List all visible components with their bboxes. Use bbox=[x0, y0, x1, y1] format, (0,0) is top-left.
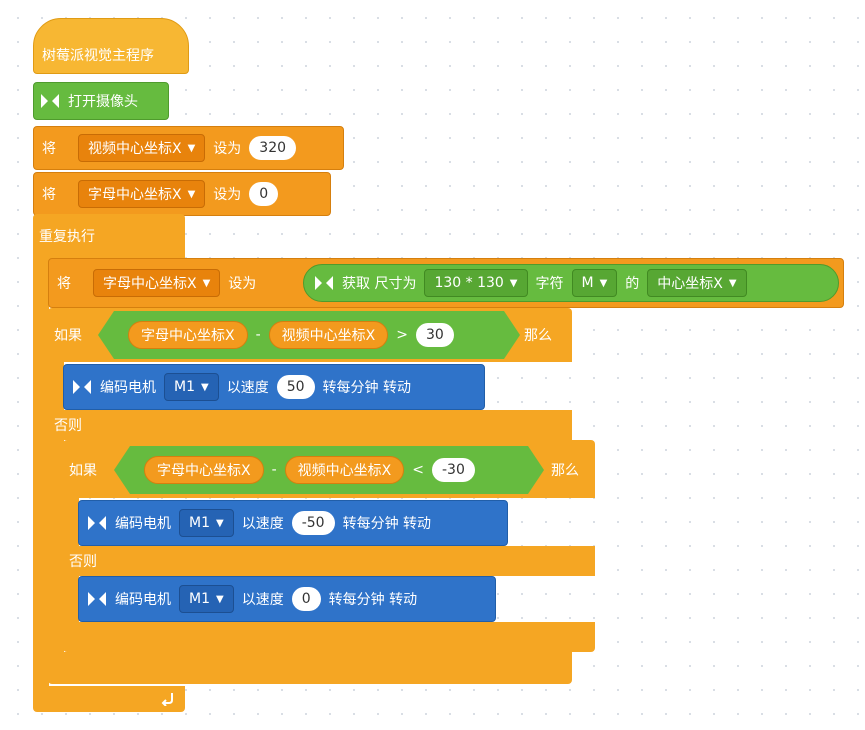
motor-port-label: M1 bbox=[189, 515, 210, 531]
if-else-2-bottom bbox=[63, 622, 595, 652]
motor-port-dropdown[interactable]: M1 ▼ bbox=[179, 509, 234, 537]
set-video-center-block[interactable]: 将 视频中心坐标X ▼ 设为 320 bbox=[33, 126, 344, 170]
then-word: 那么 bbox=[524, 328, 552, 344]
property-dropdown[interactable]: 中心坐标X ▼ bbox=[647, 269, 747, 297]
extension-icon bbox=[87, 514, 107, 532]
threshold-input-neg30[interactable]: -30 bbox=[431, 458, 475, 482]
vision-get-char-reporter[interactable]: 获取 尺寸为 130 * 130 ▼ 字符 M ▼ 的 中心坐标X ▼ bbox=[303, 264, 839, 302]
char-dropdown-label: M bbox=[581, 275, 594, 291]
motor-label: 编码电机 bbox=[115, 592, 171, 608]
threshold-input-30[interactable]: 30 bbox=[415, 323, 454, 347]
if-word: 如果 bbox=[69, 463, 97, 479]
of-word: 的 bbox=[625, 276, 640, 292]
motor-port-dropdown[interactable]: M1 ▼ bbox=[179, 585, 234, 613]
else-section-2: 否则 bbox=[63, 546, 595, 576]
extension-icon bbox=[314, 274, 334, 292]
video-center-x-reporter[interactable]: 视频中心坐标X bbox=[268, 321, 389, 349]
hat-block-main-program[interactable]: 树莓派视觉主程序 bbox=[33, 18, 189, 74]
open-camera-block[interactable]: 打开摄像头 bbox=[33, 82, 169, 120]
variable-dropdown-letter-center-x[interactable]: 字母中心坐标X ▼ bbox=[78, 180, 206, 208]
set-word: 将 bbox=[42, 141, 56, 157]
rpm-rotate-label: 转每分钟 转动 bbox=[342, 516, 432, 532]
extension-icon bbox=[87, 590, 107, 608]
chevron-down-icon: ▼ bbox=[216, 517, 224, 529]
set-to-word: 设为 bbox=[228, 276, 257, 292]
set-letter-center-block[interactable]: 将 字母中心坐标X ▼ 设为 0 bbox=[33, 172, 331, 216]
chevron-down-icon: ▼ bbox=[187, 188, 196, 200]
forever-arm bbox=[33, 258, 49, 688]
rpm-rotate-label: 转每分钟 转动 bbox=[322, 380, 411, 396]
encoder-motor-block-1[interactable]: 编码电机 M1 ▼ 以速度 50 转每分钟 转动 bbox=[63, 364, 485, 410]
loop-arrow-icon bbox=[160, 690, 176, 707]
extension-icon bbox=[40, 92, 60, 110]
greater-than-operator: > bbox=[396, 327, 408, 343]
minus-operator: - bbox=[271, 462, 277, 478]
encoder-motor-block-3[interactable]: 编码电机 M1 ▼ 以速度 0 转每分钟 转动 bbox=[78, 576, 496, 622]
size-dropdown[interactable]: 130 * 130 ▼ bbox=[424, 269, 528, 297]
motor-port-label: M1 bbox=[189, 591, 210, 607]
if-word: 如果 bbox=[54, 328, 82, 344]
open-camera-label: 打开摄像头 bbox=[68, 94, 138, 110]
if-else-1-arm bbox=[48, 360, 64, 660]
speed-input[interactable]: -50 bbox=[291, 511, 335, 535]
variable-dropdown-label: 视频中心坐标X bbox=[88, 141, 182, 157]
else-word: 否则 bbox=[69, 554, 97, 570]
video-center-x-reporter[interactable]: 视频中心坐标X bbox=[284, 456, 405, 484]
chevron-down-icon: ▼ bbox=[187, 142, 196, 154]
extension-icon bbox=[72, 378, 92, 396]
speed-input[interactable]: 50 bbox=[276, 375, 315, 399]
size-dropdown-label: 130 * 130 bbox=[434, 275, 504, 291]
set-to-word: 设为 bbox=[213, 187, 242, 203]
chevron-down-icon: ▼ bbox=[202, 277, 211, 289]
motor-port-label: M1 bbox=[174, 379, 195, 395]
then-word: 那么 bbox=[551, 463, 579, 479]
speed-input[interactable]: 0 bbox=[291, 587, 321, 611]
chevron-down-icon: ▼ bbox=[509, 277, 518, 289]
char-dropdown[interactable]: M ▼ bbox=[571, 269, 618, 297]
if-else-1-bottom bbox=[48, 652, 572, 684]
variable-dropdown-label: 字母中心坐标X bbox=[88, 187, 182, 203]
encoder-motor-block-2[interactable]: 编码电机 M1 ▼ 以速度 -50 转每分钟 转动 bbox=[78, 500, 508, 546]
speed-word: 以速度 bbox=[241, 592, 284, 608]
chevron-down-icon: ▼ bbox=[728, 277, 737, 289]
speed-word: 以速度 bbox=[226, 380, 269, 396]
hat-label: 树莓派视觉主程序 bbox=[42, 48, 154, 64]
chevron-down-icon: ▼ bbox=[599, 277, 608, 289]
set-word: 将 bbox=[57, 276, 71, 292]
char-word: 字符 bbox=[535, 276, 564, 292]
forever-block[interactable]: 重复执行 bbox=[33, 214, 185, 260]
rpm-rotate-label: 转每分钟 转动 bbox=[328, 592, 418, 608]
motor-label: 编码电机 bbox=[115, 516, 171, 532]
chevron-down-icon: ▼ bbox=[216, 593, 224, 605]
property-dropdown-label: 中心坐标X bbox=[657, 276, 723, 292]
chevron-down-icon: ▼ bbox=[201, 381, 209, 393]
value-input-0[interactable]: 0 bbox=[249, 182, 279, 206]
minus-operator: - bbox=[255, 327, 261, 343]
variable-dropdown-video-center-x[interactable]: 视频中心坐标X ▼ bbox=[78, 134, 206, 162]
speed-word: 以速度 bbox=[241, 516, 284, 532]
motor-label: 编码电机 bbox=[100, 380, 156, 396]
set-word: 将 bbox=[42, 187, 56, 203]
less-than-operator: < bbox=[412, 462, 424, 478]
variable-dropdown-letter-center-x[interactable]: 字母中心坐标X ▼ bbox=[93, 269, 221, 297]
forever-bottom bbox=[33, 686, 185, 712]
variable-dropdown-label: 字母中心坐标X bbox=[103, 276, 197, 292]
letter-center-x-reporter[interactable]: 字母中心坐标X bbox=[144, 456, 264, 484]
motor-port-dropdown[interactable]: M1 ▼ bbox=[164, 373, 219, 401]
else-section-1: 否则 bbox=[48, 410, 572, 440]
get-size-label: 获取 尺寸为 bbox=[342, 276, 417, 292]
set-to-word: 设为 bbox=[213, 141, 242, 157]
forever-label: 重复执行 bbox=[39, 229, 95, 245]
letter-center-x-reporter[interactable]: 字母中心坐标X bbox=[128, 321, 248, 349]
else-word: 否则 bbox=[54, 418, 82, 434]
value-input-320[interactable]: 320 bbox=[249, 136, 297, 160]
